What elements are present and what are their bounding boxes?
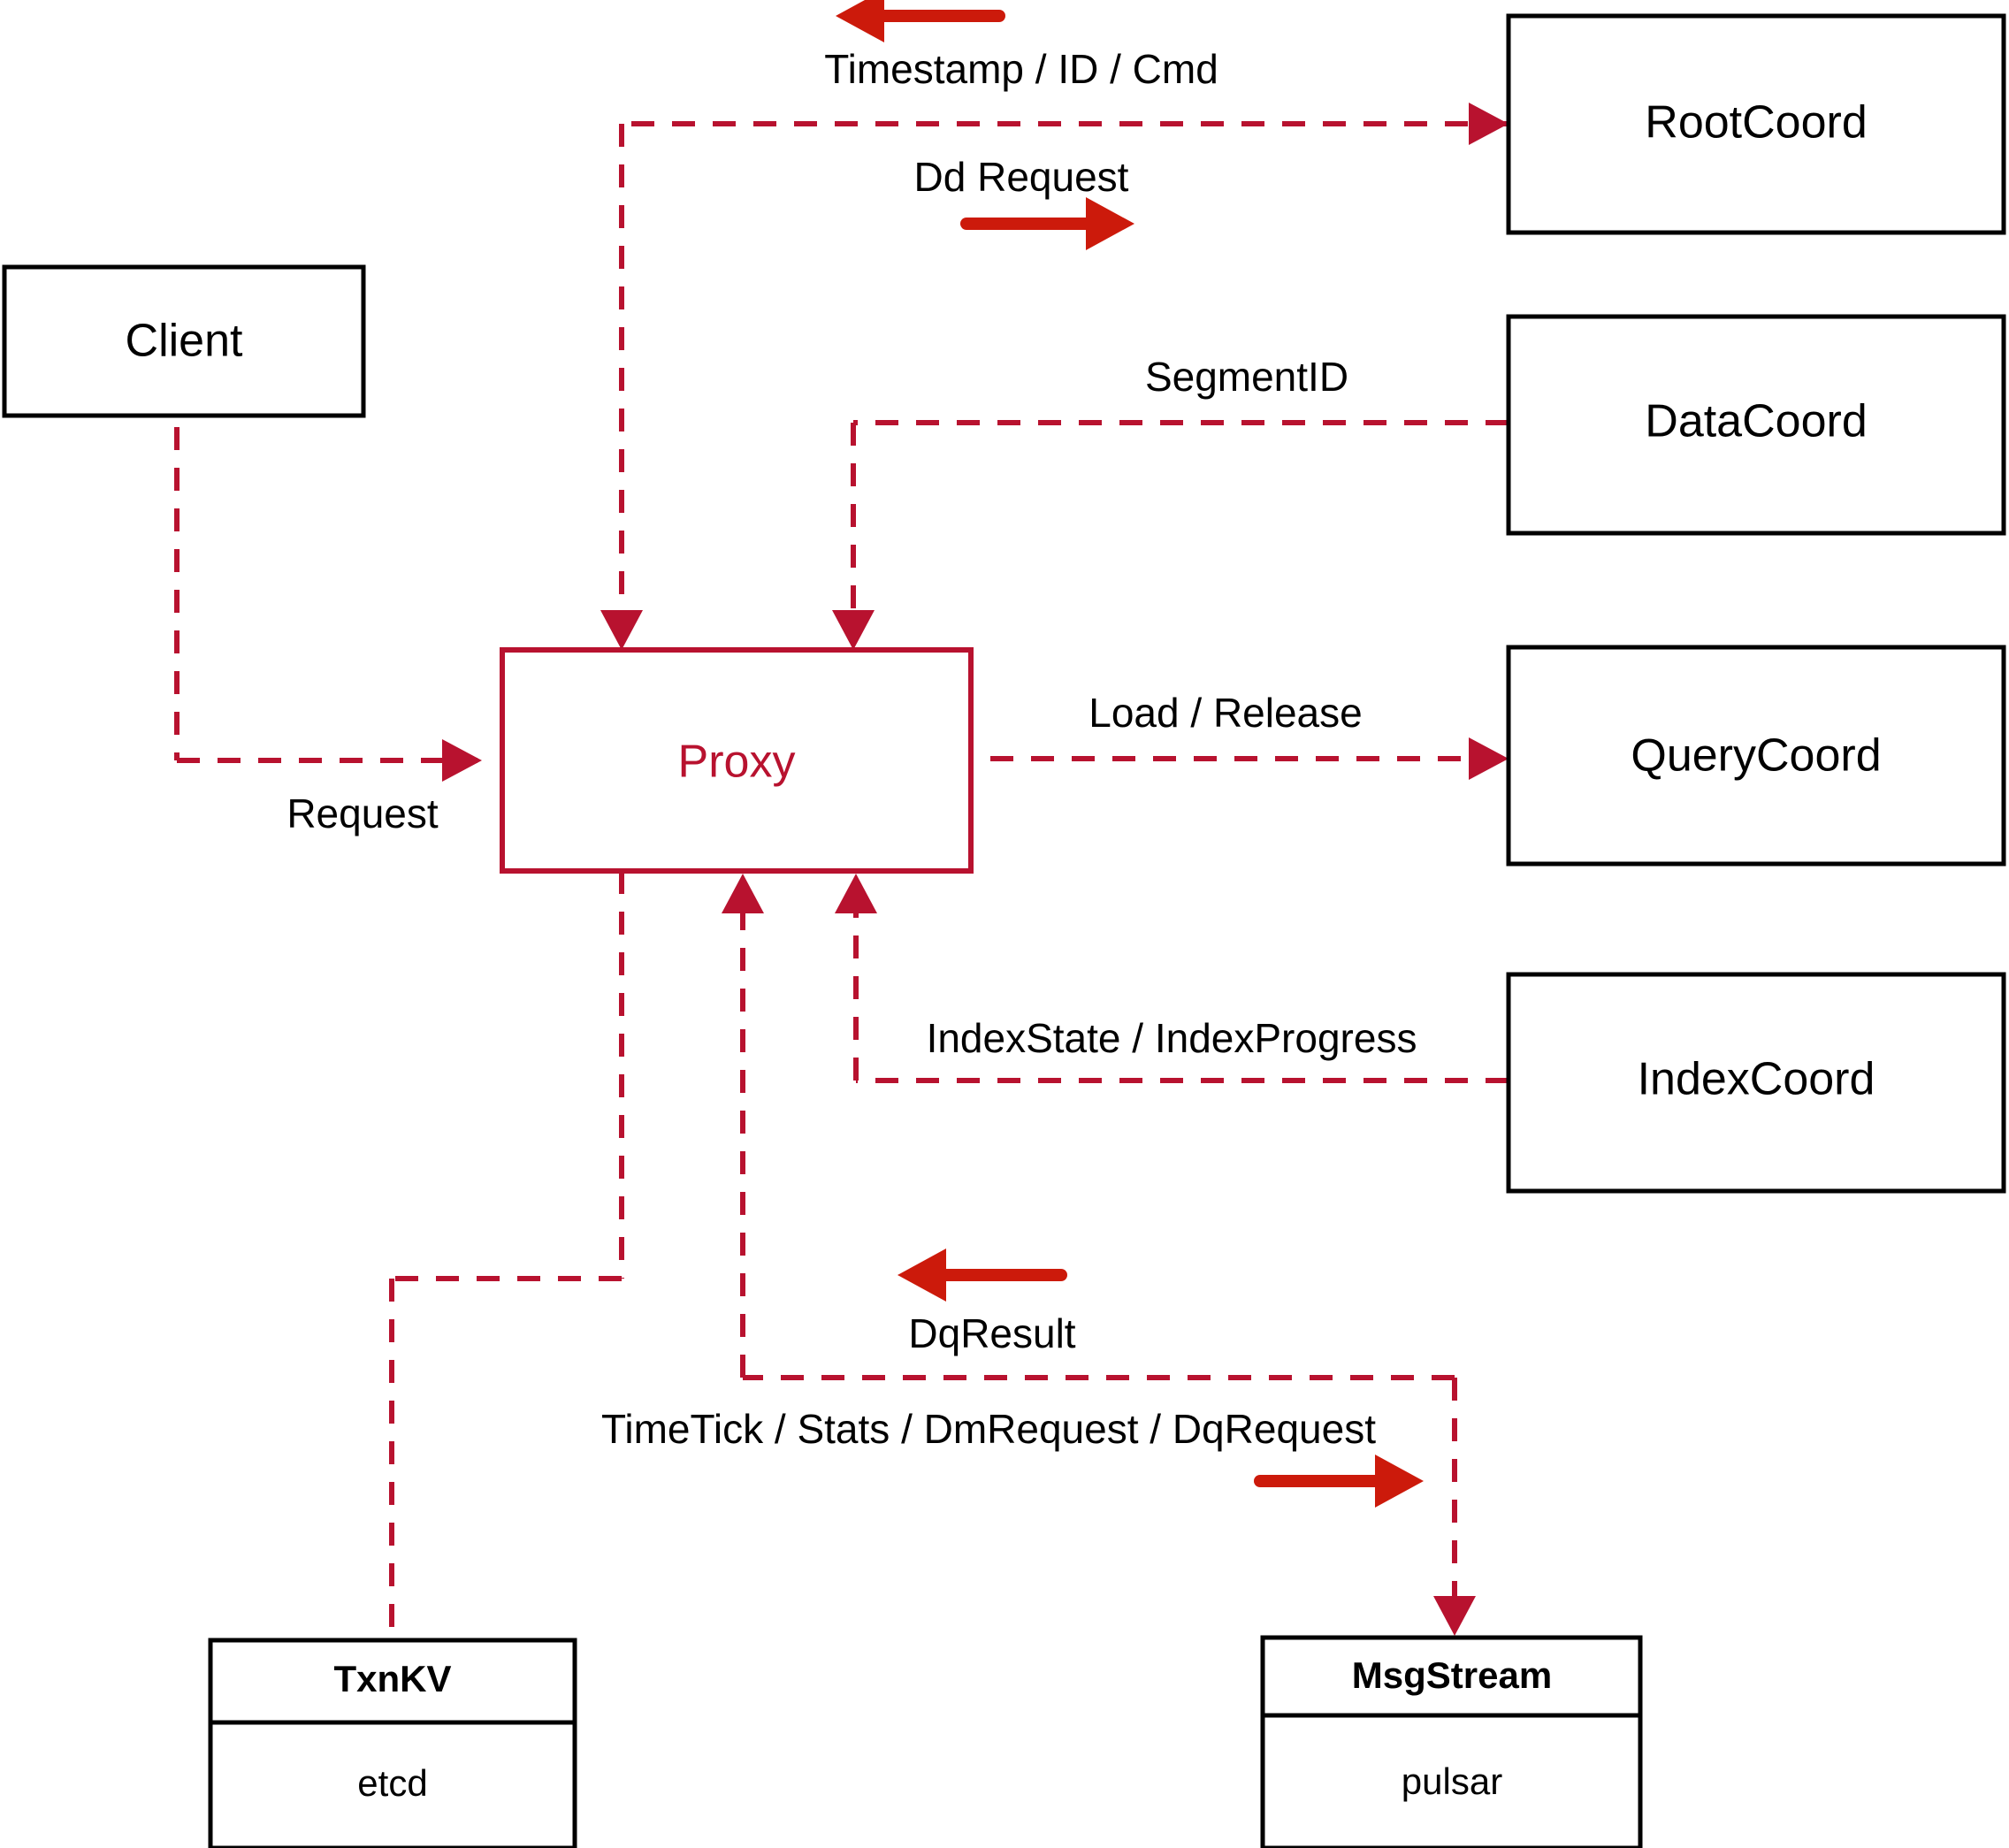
arrowhead-into-querycoord	[1469, 737, 1509, 780]
node-msgstream-title: MsgStream	[1352, 1654, 1552, 1696]
edge-label-index-state: IndexState / IndexProgress	[927, 1015, 1417, 1061]
edge-label-segment-id: SegmentID	[1145, 354, 1348, 400]
arrowhead-into-proxy-left	[442, 739, 482, 782]
edge-label-dd-request: Dd Request	[914, 154, 1129, 200]
node-querycoord-label: QueryCoord	[1631, 730, 1881, 782]
node-txnkv-sublabel: etcd	[357, 1762, 427, 1804]
edge-indexcoord-to-proxy	[835, 874, 1509, 1083]
node-proxy-label: Proxy	[678, 737, 796, 788]
arrowhead-into-proxy-top-right	[832, 610, 875, 650]
flow-arrow-timestamp-left	[836, 0, 1005, 42]
edge-label-timestamp-id-cmd: Timestamp / ID / Cmd	[824, 46, 1218, 92]
edge-proxy-to-msgstream	[1433, 1378, 1476, 1636]
node-datacoord-label: DataCoord	[1645, 396, 1867, 447]
arrowhead-into-proxy-bottom-center	[722, 874, 764, 913]
arrowhead-into-proxy-top-left	[600, 610, 643, 650]
node-proxy[interactable]: Proxy	[500, 647, 974, 874]
node-msgstream[interactable]: MsgStream pulsar	[1260, 1635, 1643, 1848]
flow-arrow-msgstream-right	[1254, 1455, 1424, 1508]
arrowhead-into-proxy-bottom-right	[835, 874, 877, 913]
edge-datacoord-to-proxy	[832, 420, 1509, 650]
node-indexcoord[interactable]: IndexCoord	[1506, 972, 2006, 1194]
edge-label-load-release: Load / Release	[1089, 690, 1362, 736]
arrowhead-into-msgstream	[1433, 1596, 1476, 1636]
arrowhead-into-rootcoord	[1469, 103, 1509, 145]
node-rootcoord-label: RootCoord	[1645, 97, 1867, 149]
node-txnkv-title: TxnKV	[333, 1658, 451, 1699]
edge-label-msgstream-traffic: TimeTick / Stats / DmRequest / DqRequest	[601, 1406, 1376, 1452]
flow-arrow-dqresult-left	[898, 1249, 1067, 1302]
edge-label-dq-result: DqResult	[908, 1310, 1075, 1356]
node-rootcoord[interactable]: RootCoord	[1506, 13, 2006, 235]
node-querycoord[interactable]: QueryCoord	[1506, 645, 2006, 867]
flow-arrow-dd-request-right	[960, 197, 1134, 250]
arrow-into-rootcoord	[1469, 103, 1509, 145]
edge-proxy-to-txnkv	[389, 871, 624, 1640]
node-txnkv[interactable]: TxnKV etcd	[208, 1638, 577, 1848]
node-indexcoord-label: IndexCoord	[1638, 1054, 1875, 1105]
node-msgstream-sublabel: pulsar	[1402, 1760, 1502, 1802]
edge-rootcoord-to-proxy	[600, 121, 1509, 650]
node-client[interactable]: Client	[2, 264, 366, 418]
edge-proxy-to-querycoord	[990, 737, 1509, 780]
edge-client-to-proxy	[174, 386, 482, 782]
node-client-label: Client	[126, 316, 243, 367]
node-datacoord[interactable]: DataCoord	[1506, 314, 2006, 536]
edge-label-request: Request	[286, 790, 439, 836]
edge-msgstream-to-proxy	[722, 874, 1455, 1380]
